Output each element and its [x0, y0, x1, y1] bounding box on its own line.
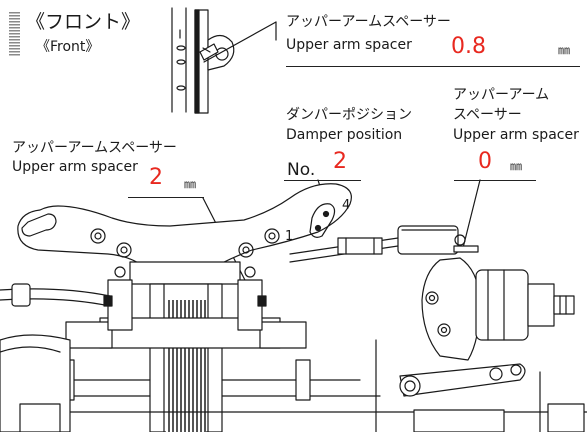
- damper-no-prefix: No.: [287, 160, 316, 180]
- damper-hole-min: 1: [285, 229, 294, 244]
- top-spacer-label-jp: アッパーアームスペーサー: [286, 14, 451, 30]
- right-spacer-underline: [454, 180, 536, 181]
- top-spacer-label-en: Upper arm spacer: [286, 37, 412, 53]
- right-spacer-value: 0: [478, 149, 492, 174]
- left-spacer-label-jp: アッパーアームスペーサー: [12, 140, 177, 156]
- left-spacer-label-en: Upper arm spacer: [12, 159, 138, 175]
- spacer-detail-view: [171, 7, 235, 114]
- lower-arm-right: [399, 363, 585, 432]
- damper-underline: [284, 180, 361, 181]
- bulkhead: [0, 261, 587, 432]
- right-spacer-label-jp-2: スペーサー: [453, 107, 522, 123]
- right-spacer-unit: ㎜: [510, 159, 523, 173]
- left-spacer-value: 2: [149, 165, 163, 190]
- top-spacer-unit: ㎜: [558, 43, 571, 57]
- damper-value: 2: [333, 149, 347, 174]
- shock-tower: [17, 183, 352, 265]
- damper-label-en: Damper position: [286, 127, 403, 143]
- front-title-jp: 《フロント》: [26, 11, 141, 33]
- right-upright: [421, 257, 575, 361]
- right-turnbuckle: [289, 225, 479, 263]
- left-chassis-edge: [0, 334, 71, 432]
- left-spacer-underline: [128, 197, 204, 198]
- damper-hole-max: 4: [342, 198, 351, 213]
- callout-top-spacer: [203, 21, 277, 63]
- right-spacer-label-jp-1: アッパーアーム: [453, 87, 550, 103]
- right-spacer-label-en: Upper arm spacer: [453, 127, 579, 143]
- top-spacer-value: 0.8: [451, 34, 486, 59]
- damper-label-jp: ダンパーポジション: [286, 107, 412, 123]
- top-spacer-underline: [286, 66, 580, 67]
- header-hatch-block: [9, 11, 20, 57]
- front-title-en: 《Front》: [36, 39, 100, 55]
- left-upper-arm: [0, 283, 111, 307]
- left-spacer-unit: ㎜: [184, 177, 197, 191]
